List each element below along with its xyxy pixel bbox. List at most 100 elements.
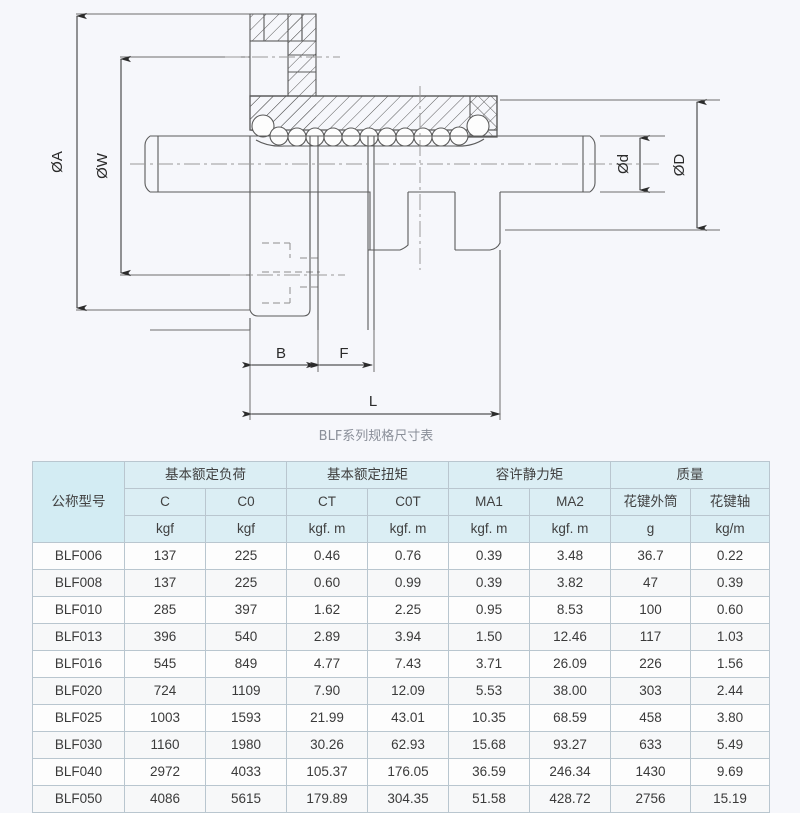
header-model: 公称型号 [32,461,125,543]
header-unit-spline-shaft: kg/m [690,515,770,543]
cell-value-8: 9.69 [690,758,770,786]
dimension-label-F: F [339,345,348,362]
cell-value-8: 15.19 [690,785,770,813]
cell-value-8: 3.80 [690,704,770,732]
cell-value-1: 2972 [124,758,206,786]
cell-value-7: 458 [610,704,691,732]
cell-value-6: 68.59 [529,704,611,732]
header-symbol-spline-shaft: 花键轴 [690,488,770,516]
header-symbol-c0t: C0T [367,488,449,516]
cell-value-2: 5615 [205,785,287,813]
cell-value-5: 0.39 [448,569,530,597]
cell-value-3: 4.77 [286,650,368,678]
header-symbol-ct: CT [286,488,368,516]
cell-value-8: 2.44 [690,677,770,705]
cell-value-2: 1593 [205,704,287,732]
hub-block [249,192,501,330]
cell-value-5: 3.71 [448,650,530,678]
cell-value-3: 30.26 [286,731,368,759]
cell-value-5: 0.39 [448,542,530,570]
cell-model: BLF050 [32,785,125,813]
cell-model: BLF016 [32,650,125,678]
cell-value-2: 4033 [205,758,287,786]
cell-model: BLF030 [32,731,125,759]
header-symbol-c0: C0 [205,488,287,516]
cell-value-5: 1.50 [448,623,530,651]
header-symbol-ma1: MA1 [448,488,530,516]
cell-value-4: 0.76 [367,542,449,570]
cell-model: BLF008 [32,569,125,597]
header-unit-ct: kgf. m [286,515,368,543]
dimension-label-A: ØA [49,151,66,173]
cell-value-6: 246.34 [529,758,611,786]
drawing-caption: BLF系列规格尺寸表 [319,428,434,444]
cell-value-5: 15.68 [448,731,530,759]
cell-value-1: 285 [124,596,206,624]
flange-housing-section [249,13,498,138]
table-group-header-row: 公称型号 基本额定负荷 基本额定扭矩 容许静力矩 质量 [32,461,770,543]
cell-value-8: 1.56 [690,650,770,678]
table-header: 公称型号 基本额定负荷 基本额定扭矩 容许静力矩 质量 C C0 CT C0T … [32,461,770,543]
cell-value-7: 117 [610,623,691,651]
header-unit-c0t: kgf. m [367,515,449,543]
dimension-spline-diameter-W: ØW [94,55,131,277]
cell-value-6: 93.27 [529,731,611,759]
bore-recess [249,40,289,97]
dimension-label-L: L [369,393,377,410]
cell-value-7: 226 [610,650,691,678]
cell-value-4: 7.43 [367,650,449,678]
header-symbol-ma2: MA2 [529,488,611,516]
cell-value-5: 10.35 [448,704,530,732]
cell-value-8: 0.22 [690,542,770,570]
cell-value-6: 428.72 [529,785,611,813]
dimension-F: F [310,345,373,369]
cell-value-4: 176.05 [367,758,449,786]
centerlines [130,56,660,276]
bearing-track-line [255,138,485,147]
cell-value-7: 100 [610,596,691,624]
cell-value-1: 545 [124,650,206,678]
cell-value-3: 179.89 [286,785,368,813]
specification-table: 公称型号 基本额定负荷 基本额定扭矩 容许静力矩 质量 C C0 CT C0T … [32,461,770,813]
cell-value-1: 137 [124,542,206,570]
cell-value-2: 225 [205,569,287,597]
cell-value-6: 38.00 [529,677,611,705]
header-unit-spline-sleeve: g [610,515,691,543]
dimension-label-W: ØW [94,152,111,179]
specification-table-container: 公称型号 基本额定负荷 基本额定扭矩 容许静力矩 质量 C C0 CT C0T … [32,461,770,813]
cell-value-1: 1003 [124,704,206,732]
dimension-L: L [242,330,501,420]
cell-value-5: 5.53 [448,677,530,705]
cell-value-2: 1980 [205,731,287,759]
header-group-basic-torque: 基本额定扭矩 [286,461,449,489]
cell-value-8: 0.39 [690,569,770,597]
cell-value-7: 633 [610,731,691,759]
dimension-shaft-diameter-D: ØD [500,98,720,232]
cell-value-8: 0.60 [690,596,770,624]
cell-value-7: 303 [610,677,691,705]
table-unit-header-row: kgf kgf kgf. m kgf. m kgf. m kgf. m g kg… [33,515,770,543]
dimension-label-B: B [276,345,286,362]
cell-value-7: 47 [610,569,691,597]
cell-value-4: 0.99 [367,569,449,597]
cell-model: BLF020 [32,677,125,705]
cell-value-1: 137 [124,569,206,597]
cell-value-2: 849 [205,650,287,678]
dimension-label-D: ØD [671,154,688,177]
cell-model: BLF006 [32,542,125,570]
header-unit-c: kgf [124,515,206,543]
drawing-background [0,0,800,452]
cell-value-4: 43.01 [367,704,449,732]
cell-value-2: 1109 [205,677,287,705]
header-unit-c0: kgf [205,515,287,543]
cell-value-7: 2756 [610,785,691,813]
cell-value-8: 5.49 [690,731,770,759]
